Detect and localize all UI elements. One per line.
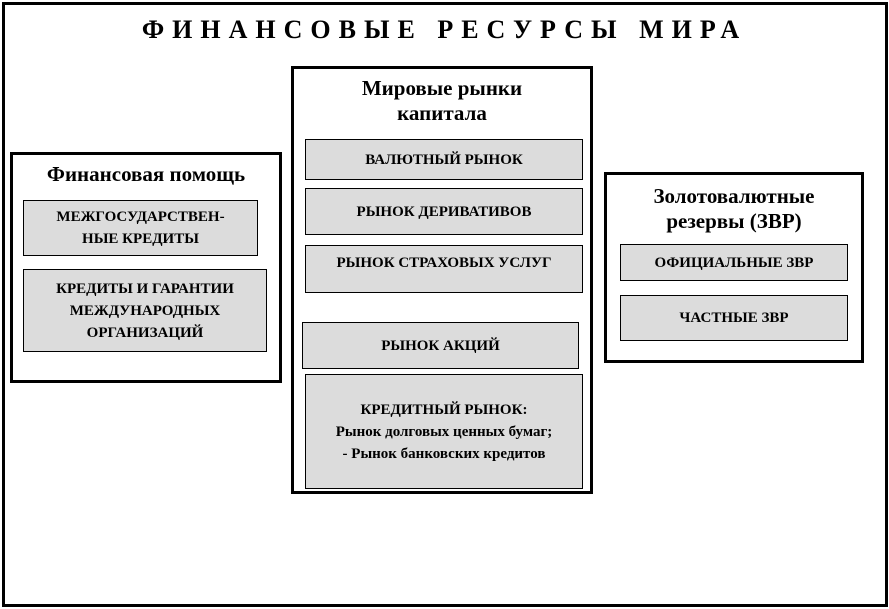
credit-market-heading: КРЕДИТНЫЙ РЫНОК: — [360, 401, 528, 418]
bank-credit-market-label: - Рынок банковских кредитов — [342, 445, 546, 462]
international-org-credits-label: КРЕДИТЫ И ГАРАНТИИ МЕЖДУНАРОДНЫХ ОРГАНИЗ… — [56, 280, 234, 341]
international-org-credits-box: КРЕДИТЫ И ГАРАНТИИ МЕЖДУНАРОДНЫХ ОРГАНИЗ… — [23, 269, 267, 352]
capital-markets-panel: Мировые рынки капитала ВАЛЮТНЫЙ РЫНОК РЫ… — [291, 66, 593, 494]
official-reserves-box: ОФИЦИАЛЬНЫЕ ЗВР — [620, 244, 848, 281]
capital-markets-title: Мировые рынки капитала — [361, 76, 523, 125]
financial-aid-panel: Финансовая помощь МЕЖГОСУДАРСТВЕН-НЫЕ КР… — [10, 152, 282, 383]
financial-aid-title: Финансовая помощь — [46, 162, 246, 186]
private-reserves-label: ЧАСТНЫЕ ЗВР — [679, 310, 789, 326]
credit-market-lines: КРЕДИТНЫЙ РЫНОК: Рынок долговых ценных б… — [334, 399, 554, 465]
insurance-market-box: РЫНОК СТРАХОВЫХ УСЛУГ — [305, 245, 583, 293]
diagram-title: ФИНАНСОВЫЕ РЕСУРСЫ МИРА — [141, 15, 748, 44]
credit-market-box: КРЕДИТНЫЙ РЫНОК: Рынок долговых ценных б… — [305, 374, 583, 489]
stock-market-box: РЫНОК АКЦИЙ — [302, 322, 579, 369]
fx-reserves-title: Золотовалютные резервы (ЗВР) — [653, 184, 815, 233]
insurance-market-label: РЫНОК СТРАХОВЫХ УСЛУГ — [336, 255, 552, 271]
fx-reserves-panel: Золотовалютные резервы (ЗВР) ОФИЦИАЛЬНЫЕ… — [604, 172, 864, 363]
official-reserves-label: ОФИЦИАЛЬНЫЕ ЗВР — [654, 254, 814, 271]
intergovernmental-credits-box: МЕЖГОСУДАРСТВЕН-НЫЕ КРЕДИТЫ — [23, 200, 258, 256]
derivatives-market-box: РЫНОК ДЕРИВАТИВОВ — [305, 188, 583, 235]
debt-securities-market-label: Рынок долговых ценных бумаг; — [335, 423, 553, 440]
currency-market-box: ВАЛЮТНЫЙ РЫНОК — [305, 139, 583, 180]
currency-market-label: ВАЛЮТНЫЙ РЫНОК — [365, 151, 523, 168]
private-reserves-box: ЧАСТНЫЕ ЗВР — [620, 295, 848, 341]
derivatives-market-label: РЫНОК ДЕРИВАТИВОВ — [356, 203, 532, 220]
stock-market-label: РЫНОК АКЦИЙ — [381, 337, 500, 354]
intergovernmental-credits-label: МЕЖГОСУДАРСТВЕН-НЫЕ КРЕДИТЫ — [56, 209, 225, 247]
